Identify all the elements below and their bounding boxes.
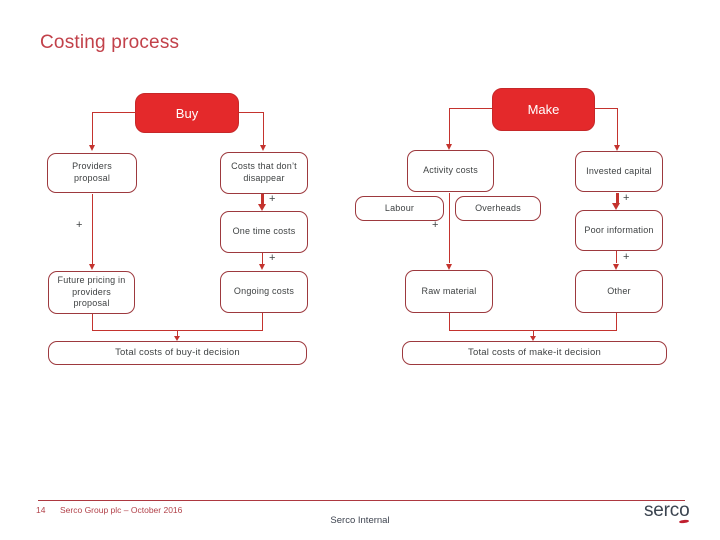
arrowhead-down-icon — [89, 145, 95, 151]
plus-sign: + — [623, 192, 630, 204]
node-ongoing-costs: Ongoing costs — [220, 271, 308, 313]
connector-line — [616, 313, 618, 331]
footer-text: Serco Group plc – October 2016 — [60, 505, 183, 515]
buy-header-box: Buy — [135, 93, 239, 133]
node-overheads: Overheads — [455, 196, 541, 221]
connector-line — [262, 253, 264, 264]
plus-sign: + — [269, 193, 276, 205]
node-invested-capital: Invested capital — [575, 151, 663, 192]
connector-line — [261, 194, 264, 205]
connector-line — [617, 108, 619, 145]
connector-line — [595, 108, 618, 110]
connector-line — [177, 330, 179, 337]
node-other: Other — [575, 270, 663, 313]
connector-line — [92, 194, 94, 264]
plus-sign: + — [269, 252, 276, 264]
connector-line — [533, 330, 535, 337]
node-raw-material: Raw material — [405, 270, 493, 313]
node-poor-information: Poor information — [575, 210, 663, 251]
connector-line — [263, 112, 265, 145]
arrowhead-down-icon — [174, 336, 180, 341]
connector-line — [616, 251, 618, 263]
node-labour: Labour — [355, 196, 444, 221]
connector-line — [449, 108, 451, 144]
connector-line — [262, 313, 264, 331]
node-providers-proposal: Providers proposal — [47, 153, 137, 193]
node-total-buy: Total costs of buy-it decision — [48, 341, 307, 365]
node-future-pricing: Future pricing in providers proposal — [48, 271, 135, 314]
serco-logo-accent-icon — [679, 519, 690, 524]
page-number: 14 — [36, 505, 46, 515]
arrowhead-down-icon — [89, 264, 95, 270]
node-one-time-costs: One time costs — [220, 211, 308, 253]
arrowhead-down-icon — [530, 336, 536, 341]
node-total-make: Total costs of make-it decision — [402, 341, 667, 365]
connector-line — [449, 313, 451, 331]
serco-logo: serco — [644, 500, 690, 524]
make-header-box: Make — [492, 88, 595, 131]
page-title: Costing process — [40, 32, 180, 53]
arrowhead-down-icon — [613, 264, 619, 270]
arrowhead-down-icon — [258, 204, 266, 211]
arrowhead-down-icon — [446, 144, 452, 150]
arrowhead-down-icon — [260, 145, 266, 151]
arrowhead-down-icon — [612, 203, 620, 210]
connector-line — [616, 193, 619, 204]
footer-divider — [38, 500, 685, 501]
connector-line — [93, 112, 136, 114]
plus-sign: + — [432, 219, 439, 231]
connector-line — [449, 193, 451, 263]
node-costs-that-dont-disappear: Costs that don’t disappear — [220, 152, 308, 194]
plus-sign: + — [76, 219, 83, 231]
connector-line — [239, 112, 264, 114]
plus-sign: + — [623, 251, 630, 263]
node-activity-costs: Activity costs — [407, 150, 494, 192]
connector-line — [92, 314, 94, 331]
arrowhead-down-icon — [614, 145, 620, 151]
arrowhead-down-icon — [446, 264, 452, 270]
serco-logo-text: serco — [644, 500, 690, 521]
classification-label: Serco Internal — [330, 515, 390, 526]
connector-line — [92, 112, 94, 145]
connector-line — [450, 108, 492, 110]
arrowhead-down-icon — [259, 264, 265, 270]
